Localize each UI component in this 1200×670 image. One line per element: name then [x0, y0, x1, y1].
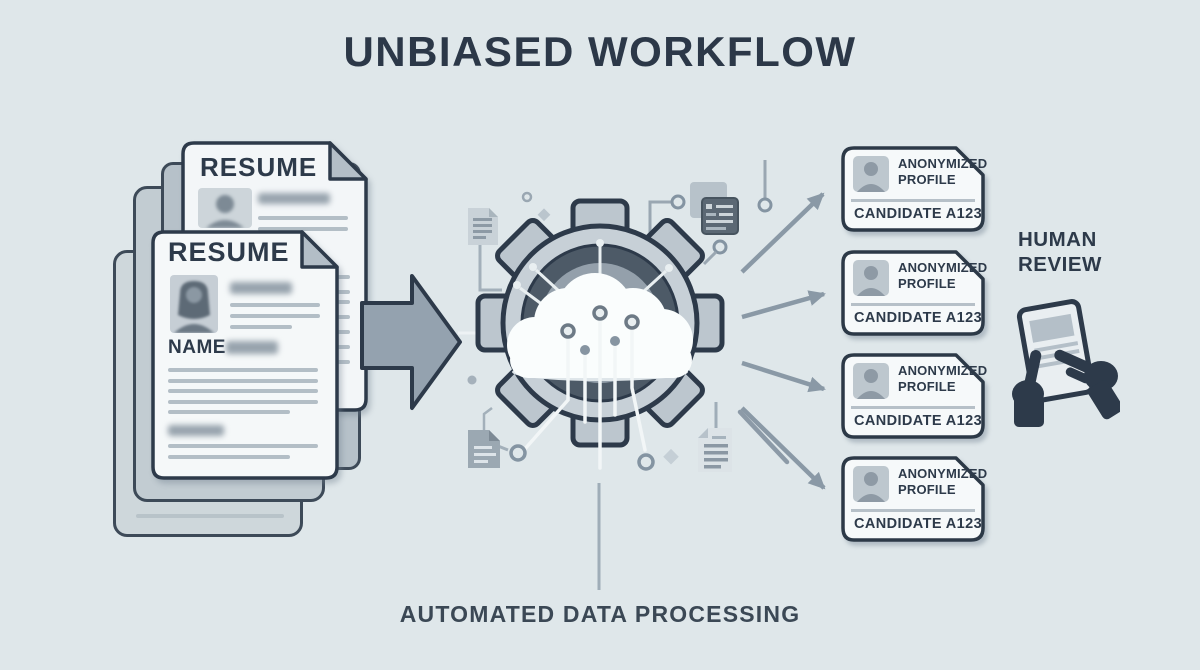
diamond-decoration [663, 448, 679, 465]
right-hand-pointing [1054, 349, 1120, 420]
resume-line [168, 410, 290, 414]
resume-line [230, 314, 320, 318]
candidate-id: CANDIDATE A123 [854, 206, 983, 222]
circuit-lines-lower [522, 315, 647, 470]
document-icon-top-left [468, 208, 502, 292]
arrow-to-card-1 [740, 192, 825, 274]
resume-front-title: RESUME [168, 237, 290, 267]
arrow-to-card-3 [741, 360, 826, 393]
circuit-dots-upper [513, 239, 673, 289]
resume-line [258, 216, 348, 220]
document-icon-bottom-left [468, 407, 509, 468]
resume-front-photo [170, 275, 218, 333]
card-divider [851, 199, 975, 202]
list-panel-icon [690, 182, 739, 235]
flow-arrow-icon [360, 274, 462, 410]
resume-back-photo [198, 188, 252, 228]
resume-line [258, 227, 348, 231]
avatar-icon [853, 466, 889, 502]
resume-line [168, 400, 318, 404]
arrow-to-card-2 [741, 290, 826, 320]
resume-line [168, 444, 318, 448]
card-divider [851, 406, 975, 409]
document-icon-bottom-right [698, 402, 732, 472]
resume-line [168, 455, 290, 459]
avatar-icon [853, 363, 889, 399]
resume-name-label: NAME [168, 337, 226, 358]
candidate-id: CANDIDATE A123 [854, 310, 983, 326]
resume-name-redacted [226, 341, 278, 354]
resume-back-title: RESUME [200, 152, 318, 182]
page-line [136, 514, 284, 518]
diamond-decoration [537, 208, 551, 222]
avatar-icon [853, 260, 889, 296]
avatar-icon [853, 156, 889, 192]
resume-line [230, 303, 320, 307]
resume-line [230, 325, 292, 329]
card-divider [851, 303, 975, 306]
processing-label: AUTOMATED DATA PROCESSING [399, 601, 801, 627]
resume-line [168, 379, 318, 383]
resume-back-name-redacted [258, 193, 330, 204]
tablet-hands-icon [1012, 299, 1120, 427]
resume-front: RESUME NAME [150, 229, 340, 481]
dot-node [521, 191, 533, 203]
arrow-to-card-4 [740, 406, 826, 490]
resume-line [168, 368, 318, 372]
resume-line [168, 389, 318, 393]
circuit-nodes [509, 305, 655, 471]
slash-decoration [737, 409, 790, 465]
fanout-arrows [740, 192, 826, 490]
human-review-label: HUMAN REVIEW [1018, 228, 1102, 276]
candidate-id: CANDIDATE A123 [854, 413, 983, 429]
page-title: UNBIASED WORKFLOW [343, 28, 857, 75]
left-hand [1012, 350, 1044, 427]
automated-processing-graphic [458, 160, 790, 590]
candidate-id: CANDIDATE A123 [854, 516, 983, 532]
resume-subheading-redacted [168, 425, 224, 436]
card-divider [851, 509, 975, 512]
resume-front-heading-redacted [230, 282, 292, 294]
dot-decoration [467, 375, 477, 385]
